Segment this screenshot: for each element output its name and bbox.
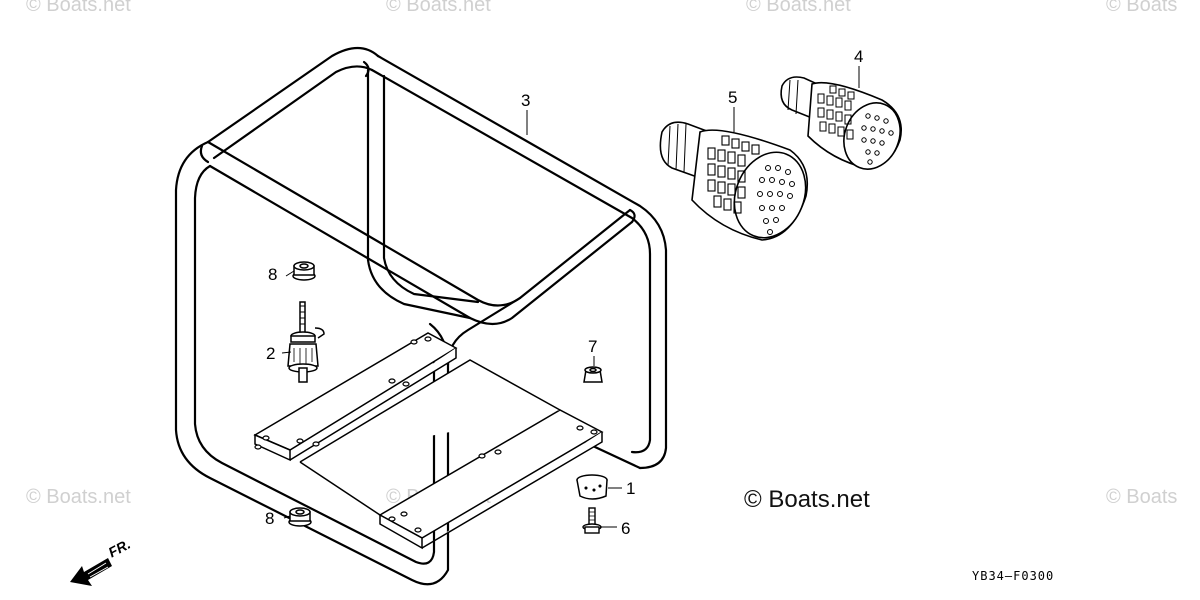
copyright-text: © Boats.net — [744, 486, 870, 513]
callout-part-5[interactable]: 5 — [728, 88, 738, 107]
flange-nut-top — [292, 261, 316, 281]
callout-part-8-top[interactable]: 8 — [268, 265, 278, 284]
flange-nut-bottom — [288, 507, 312, 527]
leader-lines — [281, 66, 860, 528]
callout-part-4[interactable]: 4 — [854, 47, 864, 66]
base-plate — [253, 332, 604, 550]
strainer-small-slots — [817, 85, 855, 140]
strainer-large-holes — [757, 165, 795, 235]
watermark-top-center: © Boats.net — [386, 0, 491, 16]
callout-part-1[interactable]: 1 — [626, 479, 636, 498]
strainer-large-slots — [707, 135, 760, 214]
strainer-small — [780, 76, 902, 170]
callout-part-7[interactable]: 7 — [588, 337, 598, 356]
watermark-top-edge: © Boats — [1106, 0, 1178, 16]
watermark-top-right: © Boats.net — [746, 0, 851, 16]
hex-nut — [583, 366, 603, 383]
rubber-foot — [576, 474, 608, 500]
watermark-mid-right-edge: © Boats — [1106, 486, 1178, 508]
callout-part-6[interactable]: 6 — [621, 519, 631, 538]
strainer-large — [659, 121, 809, 241]
front-arrow — [70, 558, 112, 586]
diagram-code: YB34–F0300 — [972, 569, 1055, 583]
watermark-mid-left: © Boats.net — [26, 486, 131, 508]
strainer-small-holes — [861, 113, 894, 165]
flange-bolt — [582, 507, 602, 534]
callout-part-2[interactable]: 2 — [266, 344, 276, 363]
engine-mount — [287, 301, 325, 383]
callout-part-3[interactable]: 3 — [521, 91, 531, 110]
callout-part-8-bottom[interactable]: 8 — [265, 509, 275, 528]
watermark-top-left: © Boats.net — [26, 0, 131, 16]
base-plate-holes — [254, 336, 598, 533]
